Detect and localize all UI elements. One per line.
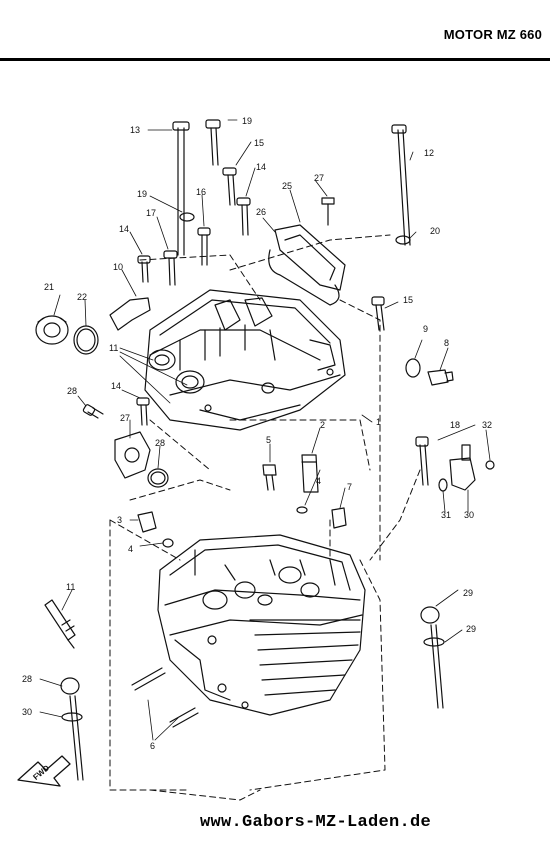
drain-plug (405, 358, 454, 386)
callout-labels: 13 19 15 12 14 27 25 19 16 26 17 20 14 1… (22, 116, 492, 751)
callout-4: 4 (316, 476, 321, 486)
callout-18: 18 (450, 420, 460, 430)
valve-components (137, 454, 347, 548)
website-url: www.Gabors-MZ-Laden.de (200, 813, 432, 832)
callout-20: 21 (44, 282, 54, 292)
page-title: MOTOR MZ 660 (443, 27, 542, 42)
studs-6 (131, 667, 199, 728)
callout-2: 2 (320, 420, 325, 430)
callout-24: 27 (314, 173, 324, 183)
gasket-assembly (268, 197, 346, 306)
callout-32: 32 (482, 420, 492, 430)
callout-6: 6 (150, 741, 155, 751)
callout-7: 7 (347, 482, 352, 492)
callout-19: 20 (430, 226, 440, 236)
callout-28: 29 (463, 588, 473, 598)
callout-25: 27 (120, 413, 130, 423)
thermostat-housing (82, 404, 169, 488)
forward-arrow-icon (17, 755, 71, 787)
callout-23: 26 (256, 207, 266, 217)
callout-9: 9 (423, 324, 428, 334)
callout-30: 30 (464, 510, 474, 520)
spark-plug (44, 599, 76, 649)
callout-15: 15 (403, 295, 413, 305)
cap-and-o-ring (35, 315, 99, 355)
cylinder-head-cover (144, 289, 346, 431)
studs-and-bolts (136, 119, 385, 426)
washer (179, 212, 195, 222)
callout-14: 14 (119, 224, 129, 234)
callout-3: 3 (117, 515, 122, 525)
long-bolts (172, 121, 411, 256)
callout-21: 22 (77, 292, 87, 302)
callout-10: 10 (113, 262, 123, 272)
washer (395, 235, 411, 245)
callout-28: 28 (22, 674, 32, 684)
callout-5: 5 (266, 435, 271, 445)
callout-14: 14 (111, 381, 121, 391)
callout-22: 25 (282, 181, 292, 191)
callout-8: 8 (444, 338, 449, 348)
callout-16: 17 (146, 208, 156, 218)
callout-1: 1 (376, 417, 381, 427)
callout-12: 12 (424, 148, 434, 158)
callout-11: 11 (109, 343, 118, 353)
callout-4: 4 (128, 544, 133, 554)
callout-15: 15 (254, 138, 264, 148)
callout-29: 29 (466, 624, 476, 634)
callout-16: 16 (196, 187, 206, 197)
callout-27: 28 (67, 386, 77, 396)
callout-26: 28 (155, 438, 165, 448)
callout-14: 14 (256, 162, 266, 172)
head-bolts (60, 606, 445, 781)
callout-17: 19 (242, 116, 252, 126)
temperature-sensor-group (415, 436, 495, 492)
callout-29: 30 (22, 707, 32, 717)
cylinder-head (157, 534, 366, 716)
callout-19: 19 (137, 189, 147, 199)
breather-bracket (109, 297, 151, 331)
header-divider (0, 58, 550, 61)
callout-13: 13 (130, 125, 140, 135)
callout-31: 31 (441, 510, 451, 520)
callout-11: 11 (66, 582, 75, 592)
